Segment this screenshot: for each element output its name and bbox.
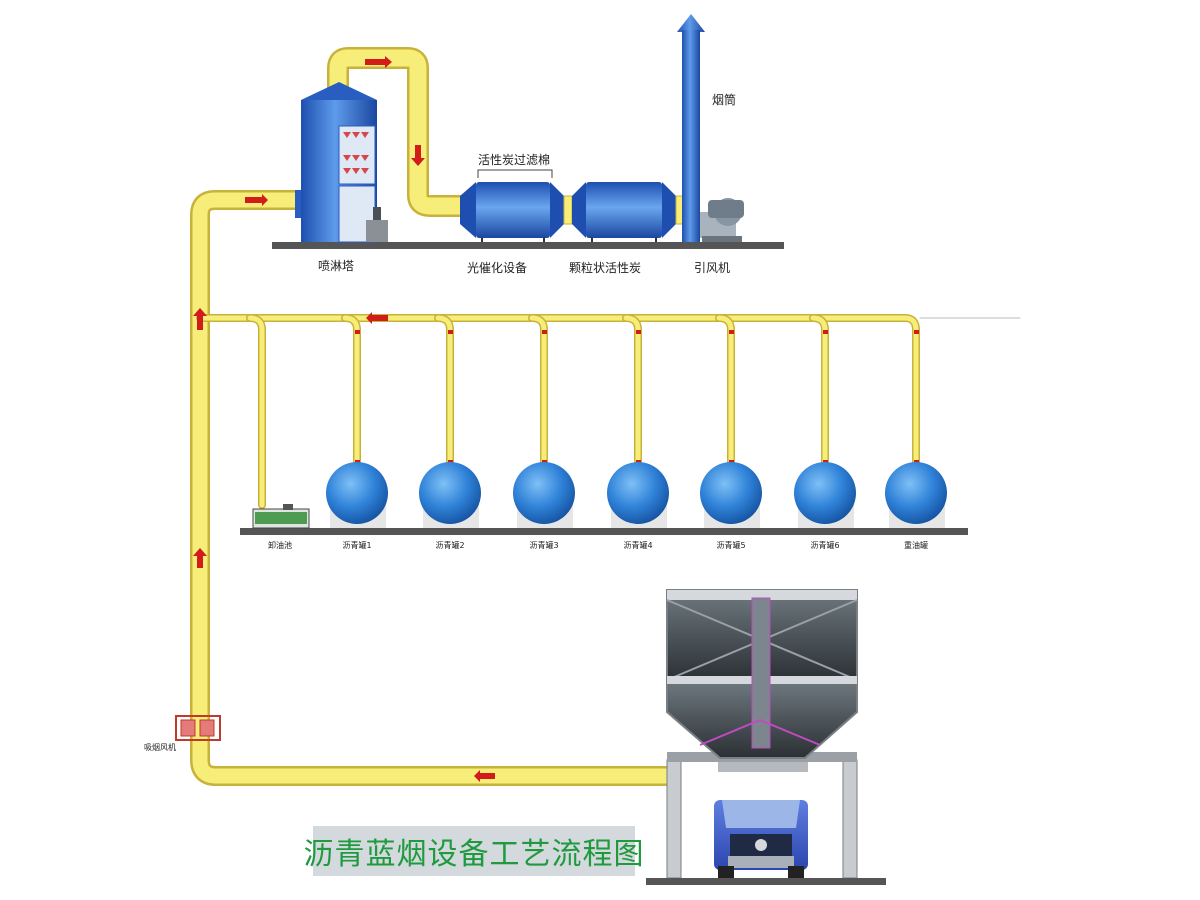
label-tank: 沥青罐2: [435, 540, 464, 550]
chimney: [677, 14, 705, 242]
tank-4: [607, 462, 669, 528]
arrow-left-icon: [474, 770, 495, 782]
arrow-up-icon: [193, 548, 207, 568]
label-chimney: 烟筒: [712, 92, 736, 107]
tank-6: [794, 462, 856, 528]
tank-5: [700, 462, 762, 528]
arrow-up-icon: [193, 308, 207, 330]
arrow-down-icon: [411, 145, 425, 166]
equipment-labels: 喷淋塔 活性炭过滤棉 光催化设备 颗粒状活性炭 引风机 烟筒 吸烟风机: [144, 92, 736, 752]
tank-2: [419, 462, 481, 528]
arrow-left-icon: [366, 312, 388, 324]
label-tank: 沥青罐4: [623, 540, 652, 550]
duct-network: [190, 47, 1021, 786]
label-filter-cotton: 活性炭过滤棉: [478, 153, 550, 167]
label-fan: 引风机: [694, 261, 730, 275]
photocatalytic-unit: [476, 182, 550, 238]
tank-7: [885, 462, 947, 528]
tank-1: [326, 462, 388, 528]
loading-station: [666, 589, 858, 879]
ground-line-station: [646, 878, 886, 885]
pump-icon: [366, 220, 388, 242]
label-tank: 沥青罐5: [716, 540, 745, 550]
label-tank: 卸油池: [268, 540, 292, 550]
fan: [700, 198, 744, 242]
diagram-title: 沥青蓝烟设备工艺流程图: [303, 837, 645, 872]
flow-arrows: [193, 56, 698, 782]
truck: [714, 800, 808, 878]
ground-line-tanks: [240, 528, 968, 535]
label-spray-tower: 喷淋塔: [318, 259, 354, 273]
spray-tower: [295, 82, 388, 243]
ground-line-upper: [272, 242, 784, 249]
label-tank: 重油罐: [904, 540, 928, 550]
oil-pit: [252, 504, 310, 529]
label-photocatalytic: 光催化设备: [467, 261, 527, 275]
label-tank: 沥青罐6: [810, 540, 839, 550]
label-granular-carbon: 颗粒状活性炭: [569, 260, 641, 275]
suction-fan: [175, 715, 221, 741]
tank-labels: 卸油池 沥青罐1 沥青罐2 沥青罐3 沥青罐4 沥青罐5 沥青罐6 重油罐: [268, 540, 928, 550]
granular-carbon-unit: [586, 182, 662, 238]
tank-3: [513, 462, 575, 528]
label-tank: 沥青罐3: [529, 540, 558, 550]
label-suction-fan: 吸烟风机: [144, 742, 176, 752]
arrow-right-icon: [365, 56, 392, 68]
arrow-right-icon: [245, 194, 268, 206]
branch-ducts: [246, 314, 919, 509]
label-tank: 沥青罐1: [342, 540, 371, 550]
tank-row: [326, 462, 947, 528]
filter-units: [460, 169, 685, 242]
title-banner: 沥青蓝烟设备工艺流程图: [304, 826, 644, 876]
